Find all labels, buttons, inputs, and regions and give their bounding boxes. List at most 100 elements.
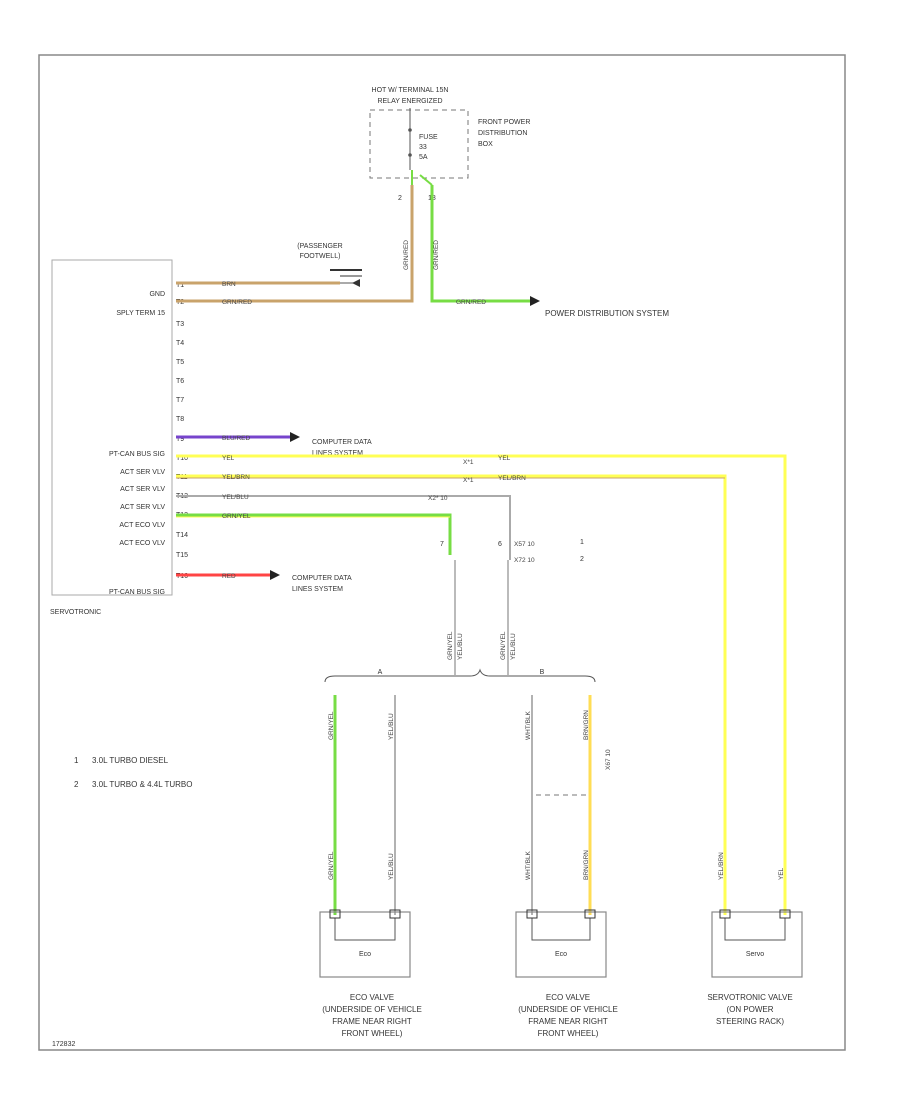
- vwire-label-12: BRN/GRN: [583, 850, 590, 880]
- splice-note-2: 2: [580, 556, 584, 563]
- pin-num-t1: T1: [176, 282, 184, 289]
- divider-bracket: [324, 668, 596, 683]
- note-1-num: 1: [74, 756, 79, 765]
- power-distribution-label: POWER DISTRIBUTION SYSTEM: [545, 309, 669, 318]
- wire-label-can-top: BLU/RED: [222, 435, 250, 442]
- fuse-box-outline: [369, 109, 469, 179]
- pin-num-t4: T4: [176, 340, 184, 347]
- wire-act2: [176, 474, 727, 915]
- splice-x72-10: X72 10: [514, 557, 535, 564]
- splice-note-1: 1: [580, 539, 584, 546]
- diagram-frame: [38, 54, 846, 1051]
- wire-label-act1: YEL: [222, 455, 235, 462]
- vwire-label-5: GRN/YEL: [328, 711, 335, 740]
- vwire-label-6: YEL/BLU: [388, 713, 395, 740]
- wire-sply-2: [430, 185, 530, 303]
- fuse-location-3: BOX: [478, 141, 493, 148]
- pin-num-t3: T3: [176, 321, 184, 328]
- fuse-number: 33: [419, 144, 427, 151]
- pin-label-t13: ACT ECO VLV: [119, 522, 165, 529]
- pin-label-t14: ACT ECO VLV: [119, 540, 165, 547]
- note-2-num: 2: [74, 780, 79, 789]
- pin-label-t2: SPLY TERM 15: [116, 310, 165, 317]
- splice-x2-10: X2* 10: [428, 495, 448, 502]
- fuse-amp: 5A: [419, 154, 428, 161]
- eco-valve-1-label-4: FRONT WHEEL): [342, 1029, 403, 1038]
- vwire-label-2: YEL/BLU: [457, 633, 464, 660]
- pin-label-t11: ACT SER VLV: [120, 486, 165, 493]
- eco-valve-2: Eco ECO VALVE (UNDERSIDE OF VEHICLE FRAM…: [515, 909, 618, 1038]
- module-pin-numbers: T1 T2 T3 T4 T5 T6 T7 T8 T9 T10 T11 T12 T…: [176, 282, 188, 580]
- wire-labels: BRN GRN/RED GRN/RED BLU/RED YEL YEL/BRN …: [222, 240, 526, 580]
- pin-num-t15: T15: [176, 552, 188, 559]
- eco-valve-2-label-1: ECO VALVE: [546, 993, 590, 1002]
- wire-label-sply-v2: GRN/RED: [433, 240, 440, 270]
- ground-arrow: [352, 279, 360, 287]
- pin-label-t10: ACT SER VLV: [120, 469, 165, 476]
- pin-label-t1: GND: [149, 291, 165, 298]
- divider-a: A: [378, 669, 383, 676]
- vwire-label-4: YEL/BLU: [510, 633, 517, 660]
- fuse-location-1: FRONT POWER: [478, 119, 530, 126]
- eco-valve-2-label-3: FRAME NEAR RIGHT: [528, 1017, 608, 1026]
- wire-label-sply-v: GRN/RED: [403, 240, 410, 270]
- vwire-note: X67 10: [605, 749, 612, 770]
- computer-data-bottom-1: COMPUTER DATA: [292, 575, 352, 582]
- eco-valve-1-inner: Eco: [359, 951, 371, 958]
- wire-act3: [176, 495, 511, 560]
- servotronic-valve-label-1: SERVOTRONIC VALVE: [707, 993, 792, 1002]
- wire-label-sply: GRN/RED: [222, 299, 252, 306]
- wire-label-eco1: GRN/YEL: [222, 513, 251, 520]
- wire-label-sply-right: GRN/RED: [456, 299, 486, 306]
- divider-b: B: [540, 669, 545, 676]
- eco-valve-1-label-1: ECO VALVE: [350, 993, 394, 1002]
- pin-label-t16: PT-CAN BUS SIG: [109, 589, 165, 596]
- pin-num-t8: T8: [176, 416, 184, 423]
- servotronic-valve-inner: Servo: [746, 951, 764, 958]
- servotronic-valve: Servo SERVOTRONIC VALVE (ON POWER STEERI…: [707, 909, 803, 1026]
- note-2-text: 3.0L TURBO & 4.4L TURBO: [92, 780, 192, 789]
- wire-act1: [176, 454, 787, 915]
- computer-data-top-1: COMPUTER DATA: [312, 439, 372, 446]
- fuse-pin-a: 2: [398, 195, 402, 202]
- wire-eco1: [176, 513, 452, 555]
- power-dist-arrow: [530, 296, 540, 306]
- pin-num-t10: T10: [176, 455, 188, 462]
- wire-label-act2: YEL/BRN: [222, 474, 250, 481]
- pin-label-t9: PT-CAN BUS SIG: [109, 451, 165, 458]
- servotronic-module-box: [51, 259, 173, 596]
- wire-label-act1-right: YEL: [498, 455, 511, 462]
- pin-num-t9: T9: [176, 436, 184, 443]
- wires: (PASSENGER FOOTWELL) POWER DISTRIBUTION …: [176, 170, 787, 915]
- splice-x1-a: X*1: [463, 459, 474, 466]
- computer-data-top-2: LINES SYSTEM: [312, 450, 363, 457]
- fuse-header: HOT W/ TERMINAL 15N: [372, 87, 449, 94]
- vwire-label-8: BRN/GRN: [583, 710, 590, 740]
- vertical-wire-labels: GRN/YEL YEL/BLU GRN/YEL YEL/BLU A B GRN/…: [328, 631, 785, 880]
- wire-sply: [176, 185, 414, 303]
- splice-pin-6: 6: [498, 541, 502, 548]
- ground-label-2: FOOTWELL): [300, 253, 341, 260]
- eco-valve-1-label-3: FRAME NEAR RIGHT: [332, 1017, 412, 1026]
- vwire-label-7: WHT/BLK: [525, 710, 532, 740]
- pin-num-t14: T14: [176, 532, 188, 539]
- wire-label-can-bottom: RED: [222, 573, 236, 580]
- fuse-location-2: DISTRIBUTION: [478, 130, 527, 137]
- servotronic-valve-label-2: (ON POWER: [726, 1005, 773, 1014]
- vwire-label-10: YEL/BLU: [388, 853, 395, 880]
- vwire-label-11: WHT/BLK: [525, 850, 532, 880]
- fuse-label: FUSE: [419, 134, 438, 141]
- pin-num-t7: T7: [176, 397, 184, 404]
- notes: 1 3.0L TURBO DIESEL 2 3.0L TURBO & 4.4L …: [74, 756, 192, 789]
- splice-x57-10: X57 10: [514, 541, 535, 548]
- vwire-label-9: GRN/YEL: [328, 851, 335, 880]
- wire-label-act3: YEL/BLU: [222, 494, 249, 501]
- vwire-label-14: YEL: [778, 867, 785, 880]
- footer-code: 172832: [52, 1041, 75, 1048]
- module-name: SERVOTRONIC: [50, 609, 101, 616]
- eco-valve-1-label-2: (UNDERSIDE OF VEHICLE: [322, 1005, 422, 1014]
- splice-labels: X*1 X*1 X2* 10 X57 10 X72 10 1 2 7 6: [428, 459, 584, 564]
- wire-label-gnd: BRN: [222, 281, 236, 288]
- note-1-text: 3.0L TURBO DIESEL: [92, 756, 169, 765]
